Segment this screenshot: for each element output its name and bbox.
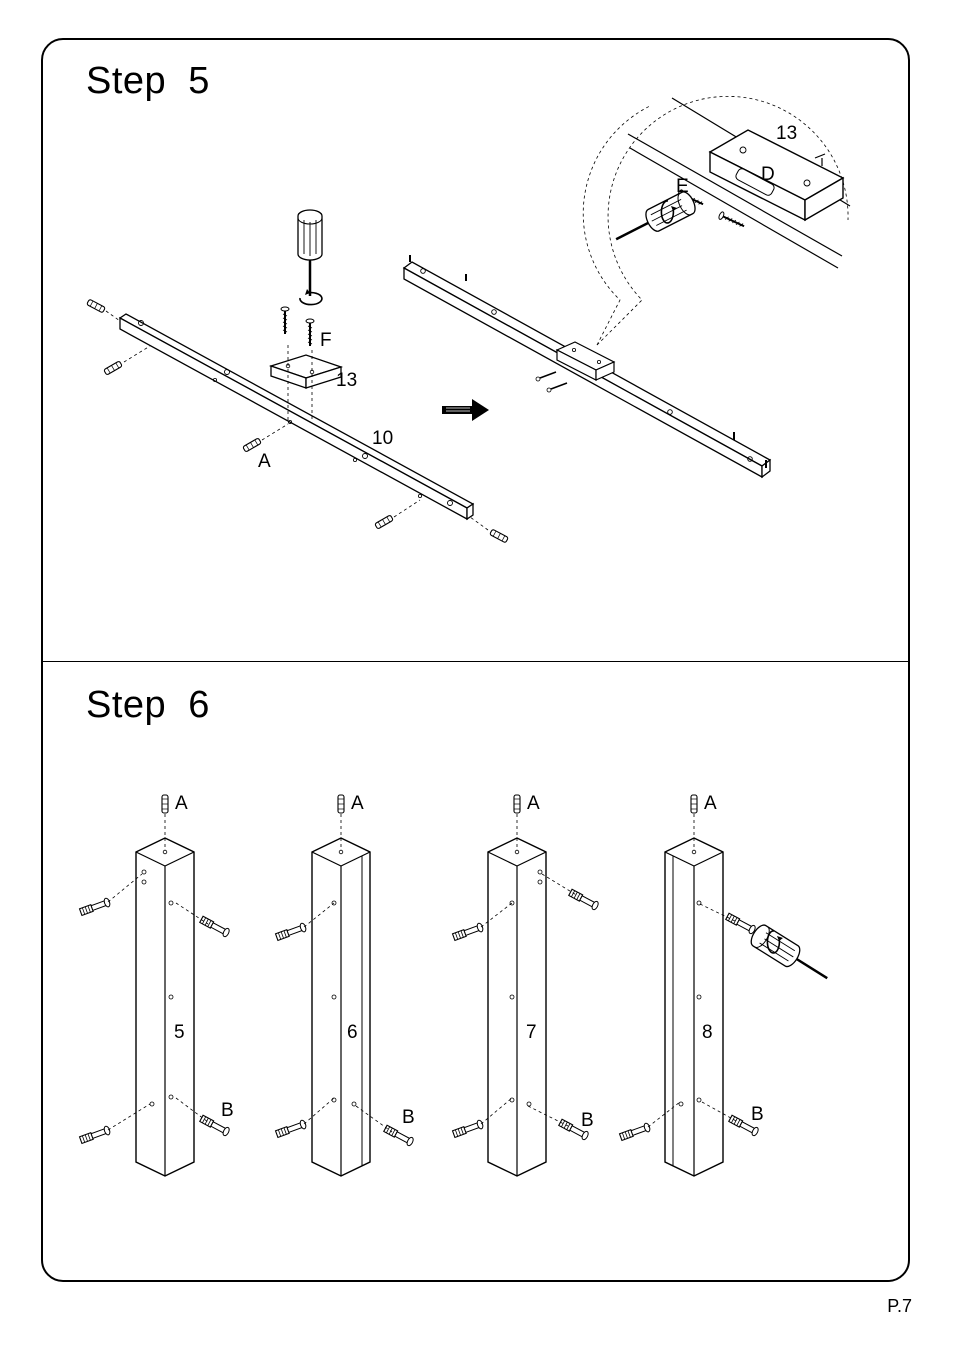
screws-f-step5	[281, 307, 314, 346]
zoom-detail	[583, 96, 850, 345]
post-7-dowel-label: A	[527, 793, 540, 814]
step5-diagram: 13 F 10 A	[87, 96, 850, 543]
label-part-10: 10	[372, 428, 393, 449]
post-7-bolt-label: B	[581, 1110, 594, 1131]
label-bolt-e: E	[676, 176, 689, 197]
post-6-bolt-label: B	[402, 1107, 415, 1128]
label-cam-d: D	[761, 164, 775, 185]
post-8-bolt-label: B	[751, 1104, 764, 1125]
post-7	[488, 838, 546, 1176]
label-screw-f: F	[320, 330, 332, 351]
post-8-dowel-label: A	[704, 793, 717, 814]
post-6-number: 6	[347, 1022, 358, 1043]
post-8	[665, 838, 723, 1176]
post-5-number: 5	[174, 1022, 185, 1043]
post-6-dowel-label: A	[351, 793, 364, 814]
label-dowel-a: A	[258, 451, 271, 472]
screwdriver-icon-step6	[748, 922, 834, 988]
screwdriver-icon	[298, 210, 322, 296]
dowels-a-step6	[162, 795, 697, 848]
post-8-number: 8	[702, 1022, 713, 1043]
post-5	[136, 838, 194, 1176]
post-5-dowel-label: A	[175, 793, 188, 814]
post-7-number: 7	[526, 1022, 537, 1043]
post-5-bolt-label: B	[221, 1100, 234, 1121]
rail-part-10	[120, 314, 473, 519]
post-6	[312, 838, 370, 1176]
label-part-13-left: 13	[336, 370, 357, 391]
step6-diagram: A 5 B A 6 B A 7 B A 8 B	[79, 793, 833, 1176]
assembled-rail	[404, 255, 770, 477]
label-part-13-right: 13	[776, 123, 797, 144]
next-step-arrow-icon	[442, 399, 489, 421]
